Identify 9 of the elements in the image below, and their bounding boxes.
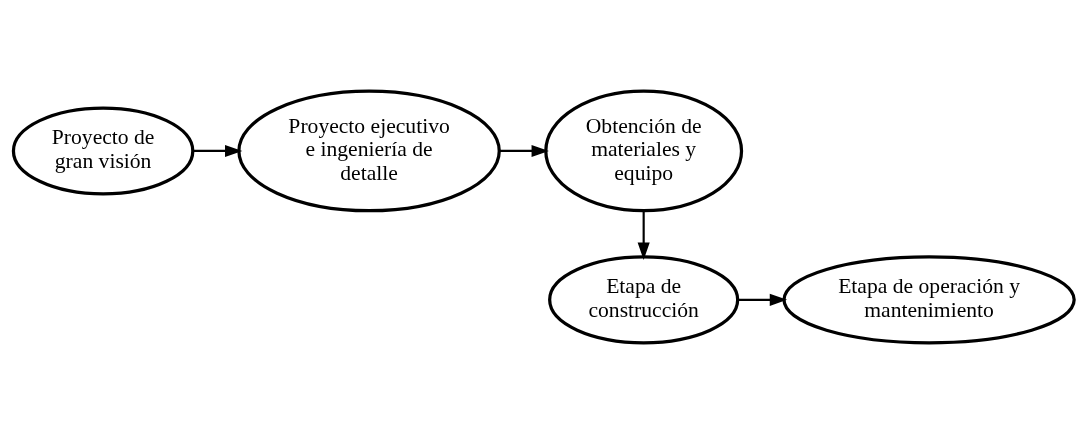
node-ellipse: Obtención de materiales y equipo [544,89,744,212]
arrow [499,144,549,157]
node-ellipse: Etapa de construcción [548,254,740,344]
arrow [637,210,650,260]
arrow [193,144,243,157]
arrow [737,293,788,306]
node-ellipse: Proyecto ejecutivo e ingeniería de detalle [237,89,501,212]
node-ellipse: Proyecto de gran visión [11,105,195,195]
node-ellipse: Etapa de operación y mantenimiento [782,254,1076,344]
